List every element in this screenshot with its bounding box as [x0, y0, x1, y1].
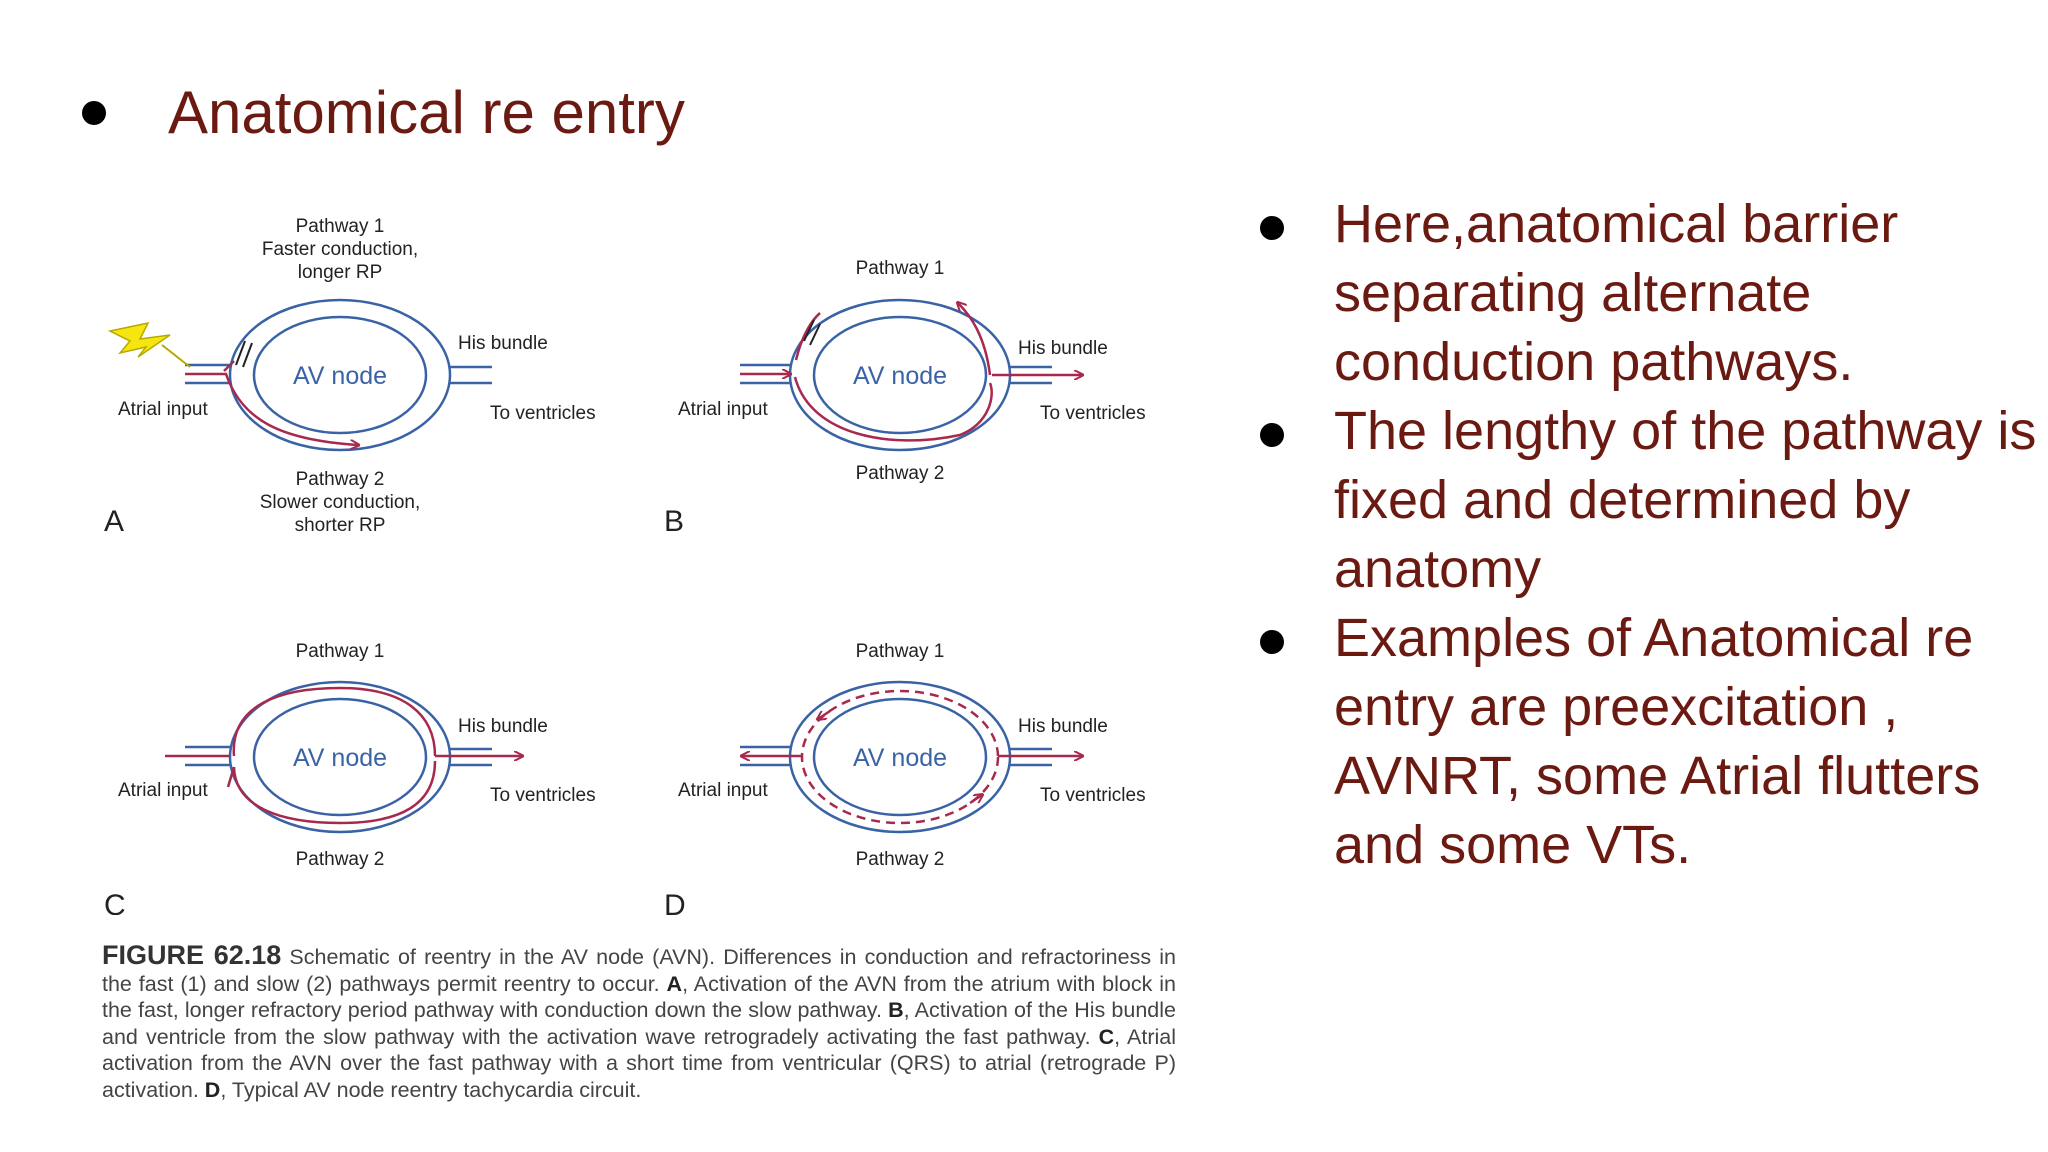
- panel-b-node-label: AV node: [853, 362, 947, 390]
- bullet-list: Here,anatomical barrier separating alter…: [1258, 190, 2038, 880]
- panel-a: Pathway 1 Faster conduction, longer RP A…: [104, 216, 596, 538]
- caption-ref-b: B: [888, 998, 904, 1022]
- panel-d-to-ventricles: To ventricles: [1040, 785, 1146, 806]
- bullet-dot: [1260, 423, 1284, 447]
- panel-d-inner-ring: [812, 697, 988, 817]
- panel-c-letter: C: [104, 889, 126, 915]
- lightning-bolt-icon: [107, 321, 171, 358]
- panel-a-pathway1-desc: Faster conduction,: [262, 239, 418, 260]
- title-row: Anatomical re entry: [82, 78, 685, 148]
- panel-b-to-ventricles: To ventricles: [1040, 403, 1146, 424]
- panel-a-slow-path-arrow: [185, 372, 358, 445]
- panel-c: Pathway 1 AV node Atrial input His bundl…: [104, 641, 596, 915]
- caption-text: , Activation of the His bundle and ventr…: [102, 998, 1176, 1049]
- panel-c-pathway1-label: Pathway 1: [296, 641, 385, 662]
- panel-a-pathway2-label: Pathway 2: [296, 469, 385, 490]
- av-node-reentry-diagram: Pathway 1 Faster conduction, longer RP A…: [104, 216, 1146, 915]
- caption-ref-c: C: [1098, 1024, 1115, 1049]
- panel-d-pathway1-label: Pathway 1: [856, 641, 945, 662]
- panel-b-retrograde-arrow: [958, 303, 992, 376]
- caption-ref-a: A: [666, 971, 683, 996]
- panel-a-atrial-input: Atrial input: [118, 399, 208, 420]
- panel-b-his-bundle: His bundle: [1018, 338, 1108, 359]
- slide-title: Anatomical re entry: [168, 79, 685, 146]
- panel-a-pathway1-label: Pathway 1: [296, 216, 385, 237]
- bullet-dot: [82, 101, 106, 125]
- bullet-item: The lengthy of the pathway is fixed and …: [1258, 397, 2038, 604]
- panel-c-node-label: AV node: [293, 744, 387, 772]
- panel-d: Pathway 1 AV node Atrial input His bundl…: [664, 641, 1146, 915]
- caption-ref-d: D: [204, 1077, 221, 1102]
- panel-b-pathway1-label: Pathway 1: [856, 258, 945, 279]
- caption-text: , Atrial activation from the AVN over th…: [102, 1024, 1176, 1102]
- panel-d-atrial-input: Atrial input: [678, 780, 768, 801]
- panel-a-pathway1-rp: longer RP: [298, 262, 383, 283]
- figure-label: FIGURE 62.18: [102, 940, 282, 970]
- panel-d-his-bundle: His bundle: [1018, 716, 1108, 737]
- bullet-text: The lengthy of the pathway is fixed and …: [1334, 401, 2037, 599]
- panel-c-atrial-input: Atrial input: [118, 780, 208, 801]
- bullet-dot: [1260, 216, 1284, 240]
- panel-d-node-label: AV node: [853, 744, 947, 772]
- panel-d-letter: D: [664, 889, 686, 915]
- panel-a-outer-ring: [228, 298, 452, 452]
- panel-c-inner-ring: [252, 697, 428, 817]
- bullet-text: Here,anatomical barrier separating alter…: [1334, 194, 1899, 392]
- figure-caption: FIGURE 62.18 Schematic of reentry in the…: [102, 942, 1176, 1103]
- bullet-dot: [1260, 630, 1284, 654]
- panel-a-to-ventricles: To ventricles: [490, 403, 596, 424]
- panel-c-to-ventricles: To ventricles: [490, 785, 596, 806]
- panel-b-letter: B: [664, 505, 684, 538]
- panel-b-pathway2-label: Pathway 2: [856, 463, 945, 484]
- panel-b: Pathway 1 AV node Atrial input His bundl…: [664, 258, 1146, 538]
- panel-d-pathway2-label: Pathway 2: [856, 849, 945, 870]
- caption-text: , Typical AV node reentry tachycardia ci…: [220, 1077, 642, 1102]
- panel-b-slow-path: [793, 376, 993, 442]
- caption-text: , Activation of the AVN from the atrium …: [102, 971, 1176, 1023]
- panel-c-fast-path: [232, 686, 437, 757]
- bullet-item: Examples of Anatomical re entry are pree…: [1258, 604, 2038, 880]
- panel-a-inner-ring: [252, 315, 428, 435]
- panel-b-inner-ring: [812, 315, 988, 435]
- bullet-item: Here,anatomical barrier separating alter…: [1258, 190, 2038, 397]
- caption-text: Schematic of reentry in the AV node (AVN…: [102, 945, 1176, 996]
- panel-b-atrial-input: Atrial input: [678, 399, 768, 420]
- panel-a-his-bundle: His bundle: [458, 333, 548, 354]
- panel-a-node-label: AV node: [293, 362, 387, 390]
- bullet-text: Examples of Anatomical re entry are pree…: [1334, 608, 1981, 875]
- panel-c-his-bundle: His bundle: [458, 716, 548, 737]
- panel-a-pathway2-rp: shorter RP: [295, 515, 386, 536]
- panel-a-letter: A: [104, 505, 124, 538]
- panel-a-pathway2-desc: Slower conduction,: [260, 492, 421, 513]
- panel-a-block-mark: [235, 340, 253, 368]
- panel-c-pathway2-label: Pathway 2: [296, 849, 385, 870]
